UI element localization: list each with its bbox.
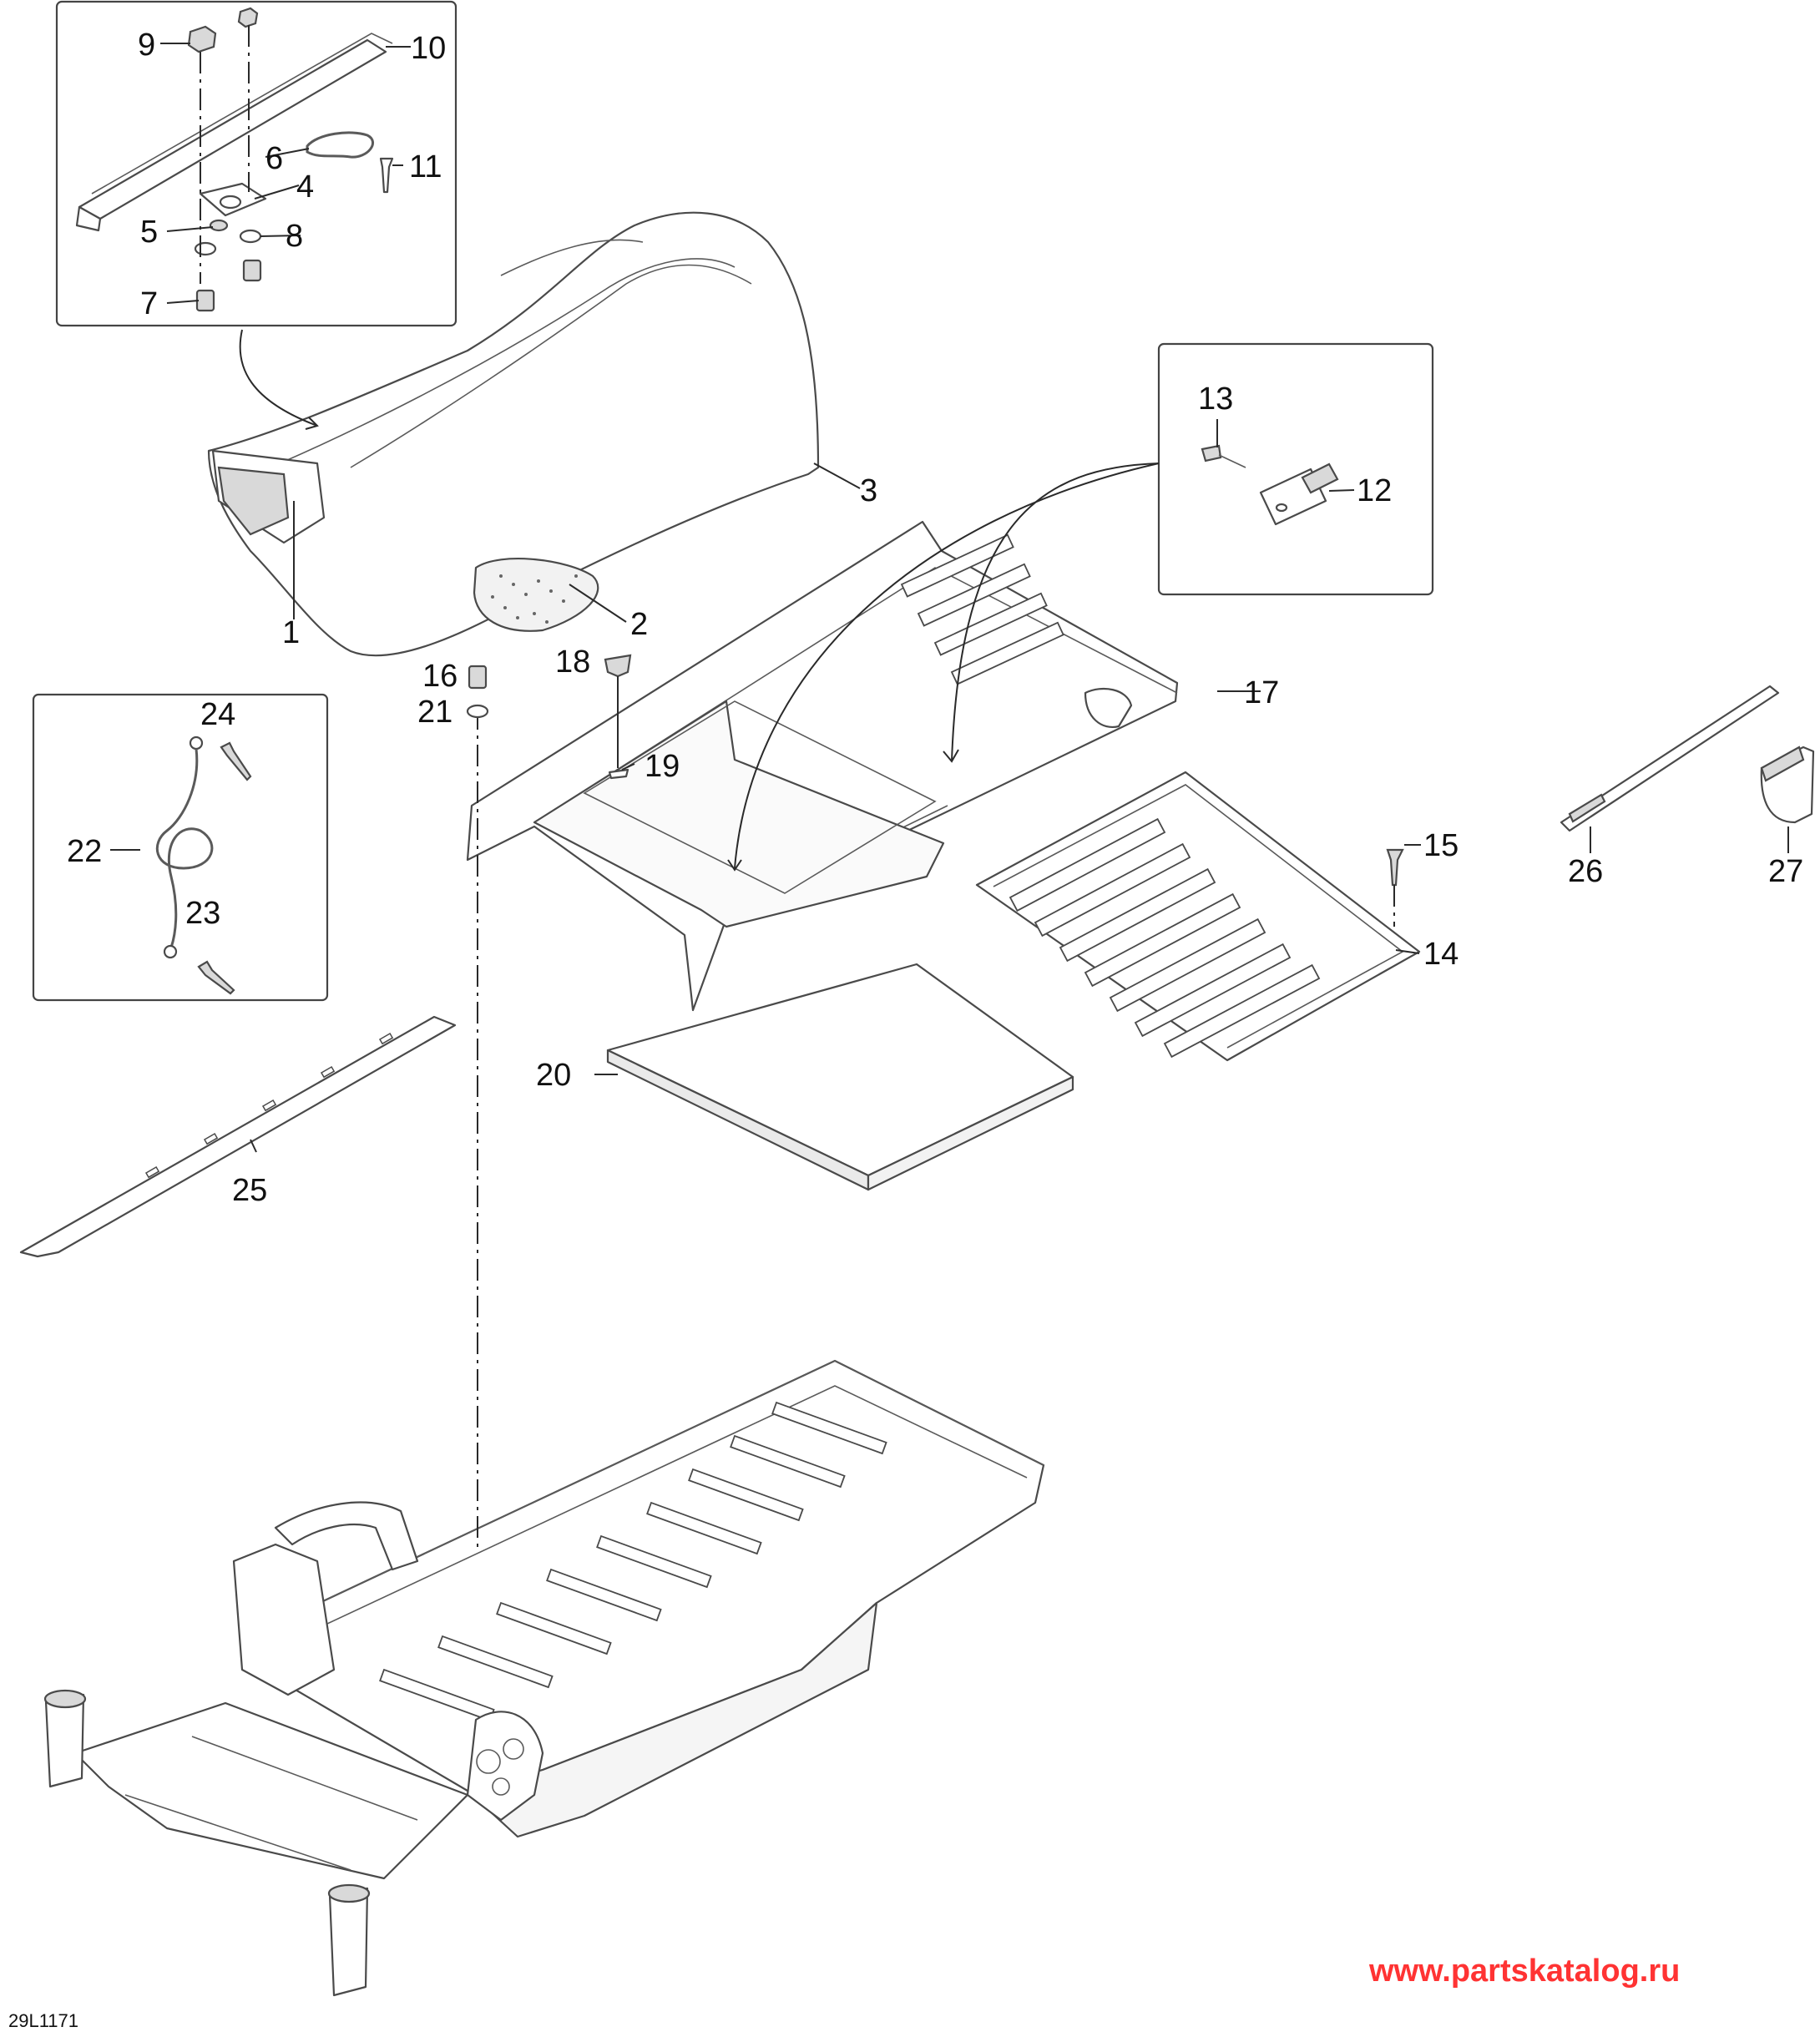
callout-14: 14 xyxy=(1423,937,1459,972)
trim-strip xyxy=(19,1015,457,1258)
callout-1: 1 xyxy=(282,615,300,650)
callout-7: 7 xyxy=(140,286,158,321)
callout-8: 8 xyxy=(286,219,303,254)
callout-2: 2 xyxy=(630,607,648,642)
callout-11: 11 xyxy=(409,149,442,184)
bolt-16 xyxy=(468,665,488,690)
seat-assembly xyxy=(207,211,820,657)
callout-12: 12 xyxy=(1357,473,1392,508)
leader-lines xyxy=(110,43,1789,1153)
chassis-frame xyxy=(43,1359,1045,1997)
tray-slats xyxy=(900,533,1064,685)
callout-9: 9 xyxy=(138,28,155,63)
callout-6: 6 xyxy=(265,141,283,176)
arc-hinge-b xyxy=(734,463,1160,869)
detail-box-hinge xyxy=(1157,342,1434,596)
hinge-assembly xyxy=(1201,444,1339,526)
arc-hinge-a xyxy=(951,463,1160,762)
callout-13: 13 xyxy=(1198,382,1233,417)
deck-slats xyxy=(1009,817,1321,1059)
callout-labels: 1 2 3 4 5 6 7 8 9 10 11 12 13 14 15 16 1… xyxy=(67,28,1803,1208)
callout-22: 22 xyxy=(67,834,102,869)
watermark-text: www.partskatalog.ru xyxy=(1369,1954,1681,1989)
washer-21 xyxy=(466,704,489,719)
callout-18: 18 xyxy=(555,644,590,680)
callout-23: 23 xyxy=(185,896,220,931)
callout-25: 25 xyxy=(232,1173,267,1208)
callout-5: 5 xyxy=(140,215,158,250)
callout-3: 3 xyxy=(860,473,877,508)
detail-box-tether xyxy=(32,693,329,1002)
chassis-slots xyxy=(379,1401,887,1722)
callout-10: 10 xyxy=(411,31,446,66)
callout-17: 17 xyxy=(1244,675,1279,710)
tether-assembly xyxy=(155,735,252,995)
callout-4: 4 xyxy=(296,169,314,205)
callout-27: 27 xyxy=(1768,854,1803,889)
seat-base-tray xyxy=(466,520,1179,1012)
callout-26: 26 xyxy=(1568,854,1603,889)
callout-15: 15 xyxy=(1423,828,1459,863)
callout-24: 24 xyxy=(200,697,235,732)
arc-seat-latch xyxy=(239,329,318,427)
deck-plate xyxy=(975,771,1421,1062)
callout-21: 21 xyxy=(417,695,452,730)
callout-19: 19 xyxy=(645,749,680,784)
bumper-cap xyxy=(1760,746,1815,824)
seat-latch-assembly xyxy=(75,7,394,312)
figure-reference: 29L1171 xyxy=(8,2010,79,2031)
callout-16: 16 xyxy=(422,659,458,694)
detail-box-seat-latch xyxy=(55,0,458,327)
foam-pad xyxy=(606,963,1074,1191)
callout-20: 20 xyxy=(536,1058,571,1093)
side-trim xyxy=(1560,685,1780,832)
